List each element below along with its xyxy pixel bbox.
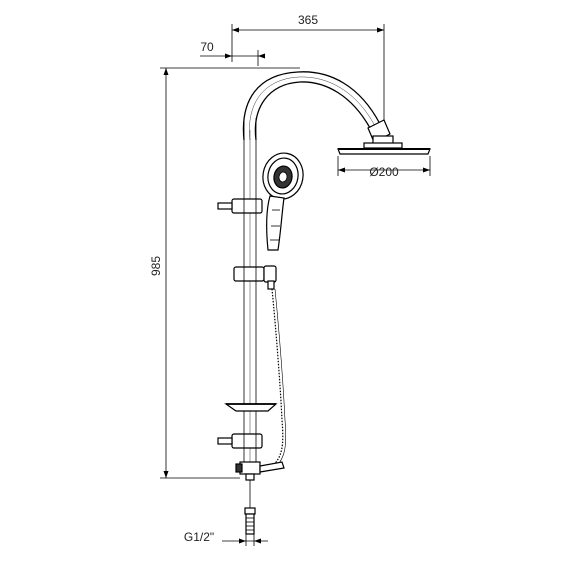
dimension-thread: G1/2" (184, 530, 268, 546)
shower-arm (242, 71, 381, 141)
upper-wall-bracket (217, 198, 263, 214)
thread-label: G1/2" (184, 530, 214, 544)
overhead-shower-head: Ø200 (337, 119, 431, 179)
hand-shower (262, 152, 304, 251)
inlet-connector (244, 480, 256, 535)
head-diameter-label: Ø200 (369, 165, 399, 179)
riser-pipe (243, 118, 257, 470)
dimension-total-height: 985 (149, 67, 300, 479)
dimension-pipe-offset: 70 (200, 40, 265, 66)
arm-reach-label: 365 (298, 13, 318, 27)
pipe-offset-label: 70 (200, 40, 214, 54)
dimension-arm-reach: 365 (231, 13, 385, 126)
lower-wall-bracket (217, 433, 263, 449)
diverter-valve (235, 461, 285, 481)
total-height-label: 985 (149, 256, 163, 276)
slide-holder (233, 265, 277, 290)
soap-dish (224, 403, 278, 412)
shower-hose (269, 288, 287, 471)
